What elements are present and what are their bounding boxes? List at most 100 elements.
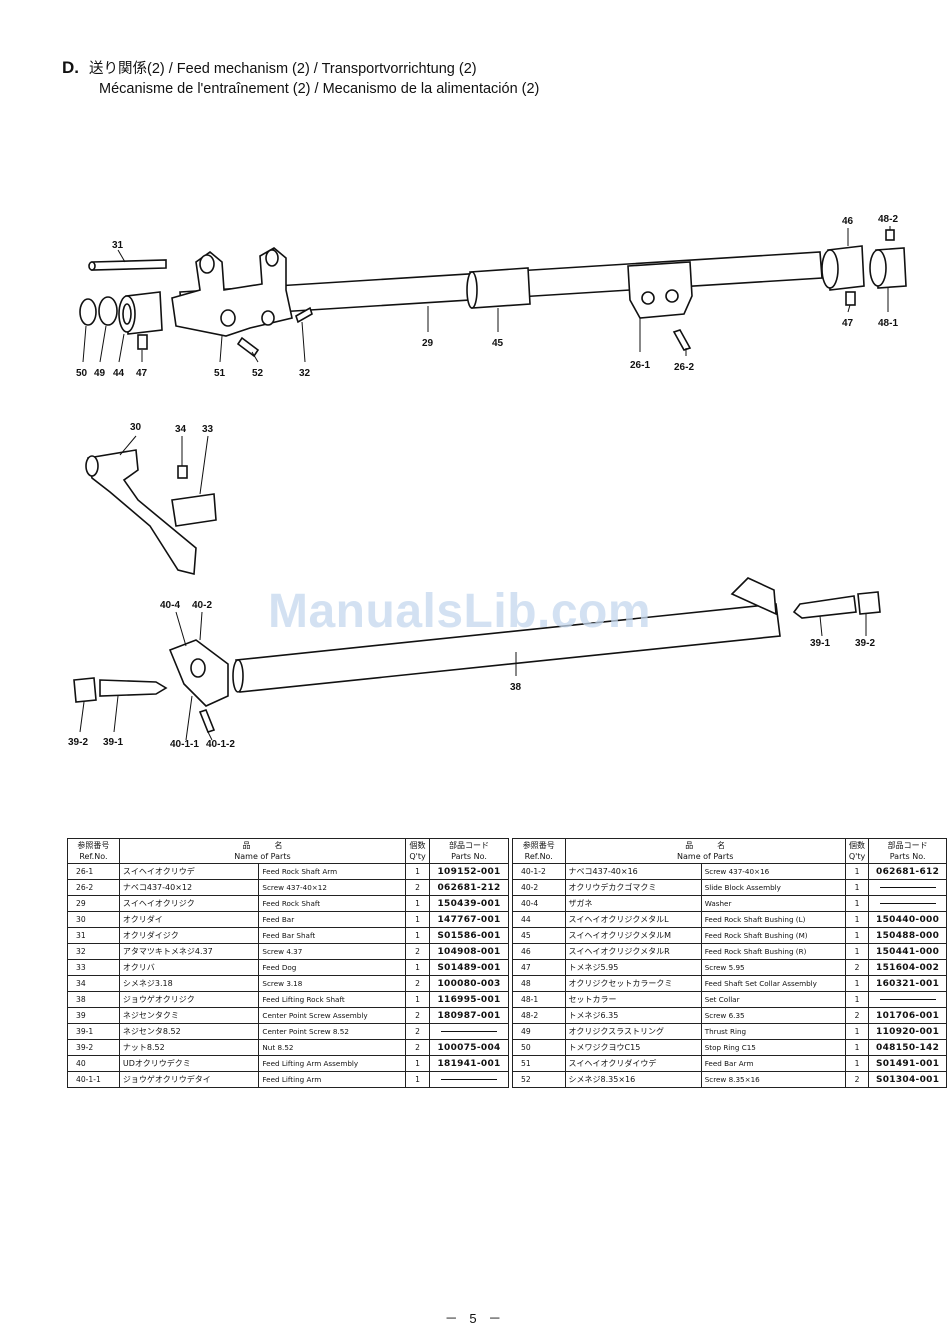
screw-34 (177, 465, 188, 479)
screw-26-2 (672, 329, 692, 351)
part-qty-cell: 1 (844, 863, 870, 880)
callout-26-2: 26-2 (674, 362, 694, 373)
part-ref-cell: 48-1 (512, 991, 566, 1008)
callout-40-1-2: 40-1-2 (206, 739, 235, 750)
part-name-en-cell: Set Collar (700, 991, 846, 1008)
part-qty-cell: 2 (844, 1071, 870, 1088)
part-name-jp-cell: セットカラー (564, 991, 702, 1008)
part-ref-cell: 40-1-2 (512, 863, 566, 880)
part-name-jp-cell: アタマツキトメネジ4.37 (118, 943, 260, 960)
part-name-en-cell: Feed Rock Shaft (258, 895, 407, 912)
part-qty-cell: 1 (844, 943, 870, 960)
part-ref-cell: 40-2 (512, 879, 566, 896)
part-name-jp-cell: オクリジクスラストリング (564, 1023, 702, 1040)
part-code-cell (429, 1071, 509, 1088)
part-name-en-cell: Feed Lifting Arm Assembly (258, 1055, 407, 1072)
part-qty-cell: 2 (405, 943, 431, 960)
part-code-cell: 110920-001 (868, 1023, 947, 1040)
part-qty-cell: 2 (844, 959, 870, 976)
part-name-jp-cell: オクリバ (118, 959, 260, 976)
part-name-en-cell: Feed Lifting Arm (258, 1071, 407, 1088)
callout-52: 52 (252, 368, 264, 379)
callout-44: 44 (113, 368, 125, 379)
part-name-en-cell: Screw 5.95 (700, 959, 846, 976)
center-screw-39-1-right (792, 595, 857, 619)
bushing-45 (469, 267, 531, 309)
part-code-cell: 147767-001 (429, 911, 509, 928)
callout-50: 50 (76, 368, 88, 379)
part-name-jp-cell: スイヘイオクリジクメタルR (564, 943, 702, 960)
part-name-jp-cell: シメネジ8.35×16 (564, 1071, 702, 1088)
part-ref-cell: 31 (67, 927, 120, 944)
part-name-en-cell: Screw 3.18 (258, 975, 407, 992)
part-qty-cell: 2 (405, 1023, 431, 1040)
screw-48-2 (885, 229, 895, 241)
part-qty-cell: 1 (844, 895, 870, 912)
part-qty-cell: 1 (844, 879, 870, 896)
part-name-en-cell: Feed Rock Shaft Bushing (M) (700, 927, 846, 944)
part-code-cell (868, 991, 947, 1008)
part-code-cell (868, 895, 947, 912)
part-ref-cell: 46 (512, 943, 566, 960)
part-code-cell: 109152-001 (429, 863, 509, 880)
part-code-cell: 150441-000 (868, 943, 947, 960)
callout-31: 31 (112, 240, 124, 251)
no-part-number-dash (441, 1030, 498, 1032)
title-line-2: Mécanisme de l'entraînement (2) / Mecani… (99, 81, 540, 97)
part-ref-cell: 52 (512, 1071, 566, 1088)
callout-39-1-right: 39-1 (810, 638, 830, 649)
callout-40-2: 40-2 (192, 600, 212, 611)
part-code-cell: 104908-001 (429, 943, 509, 960)
callout-48-1: 48-1 (878, 318, 898, 329)
center-screw-39-1-left (99, 679, 168, 697)
callout-30: 30 (130, 422, 142, 433)
part-ref-cell: 26-1 (67, 863, 120, 880)
title-line-1: 送り関係(2) / Feed mechanism (2) / Transport… (89, 61, 477, 77)
part-name-en-cell: Feed Bar (258, 911, 407, 928)
part-code-cell: 116995-001 (429, 991, 509, 1008)
part-code-cell: 160321-001 (868, 975, 947, 992)
part-qty-cell: 1 (405, 911, 431, 928)
part-name-jp-cell: ネジセンタ8.52 (118, 1023, 260, 1040)
callout-48-2: 48-2 (878, 214, 898, 225)
no-part-number-dash (879, 902, 936, 904)
callout-26-1: 26-1 (630, 360, 650, 371)
part-code-cell (868, 879, 947, 896)
part-ref-cell: 39 (67, 1007, 120, 1024)
callout-47b: 47 (842, 318, 854, 329)
part-code-cell (429, 1023, 509, 1040)
part-qty-cell: 1 (844, 1039, 870, 1056)
screw-47a (137, 334, 148, 350)
callout-33: 33 (202, 424, 214, 435)
part-name-en-cell: Feed Rock Shaft Bushing (R) (700, 943, 846, 960)
part-name-en-cell: Screw 437-40×16 (700, 863, 846, 880)
callout-39-2-left: 39-2 (68, 737, 88, 748)
part-ref-cell: 40-4 (512, 895, 566, 912)
part-code-cell: 062681-612 (868, 863, 947, 880)
part-name-jp-cell: オクリダイジク (118, 927, 260, 944)
watermark: ManualsLib.com (268, 585, 652, 638)
part-code-cell: 101706-001 (868, 1007, 947, 1024)
feed-bar-shaft-31 (91, 259, 167, 271)
callout-39-2-right: 39-2 (855, 638, 875, 649)
callout-51: 51 (214, 368, 226, 379)
part-name-jp-cell: スイヘイオクリジク (118, 895, 260, 912)
part-name-en-cell: Stop Ring C15 (700, 1039, 846, 1056)
part-qty-cell: 1 (844, 1055, 870, 1072)
part-qty-cell: 1 (405, 959, 431, 976)
